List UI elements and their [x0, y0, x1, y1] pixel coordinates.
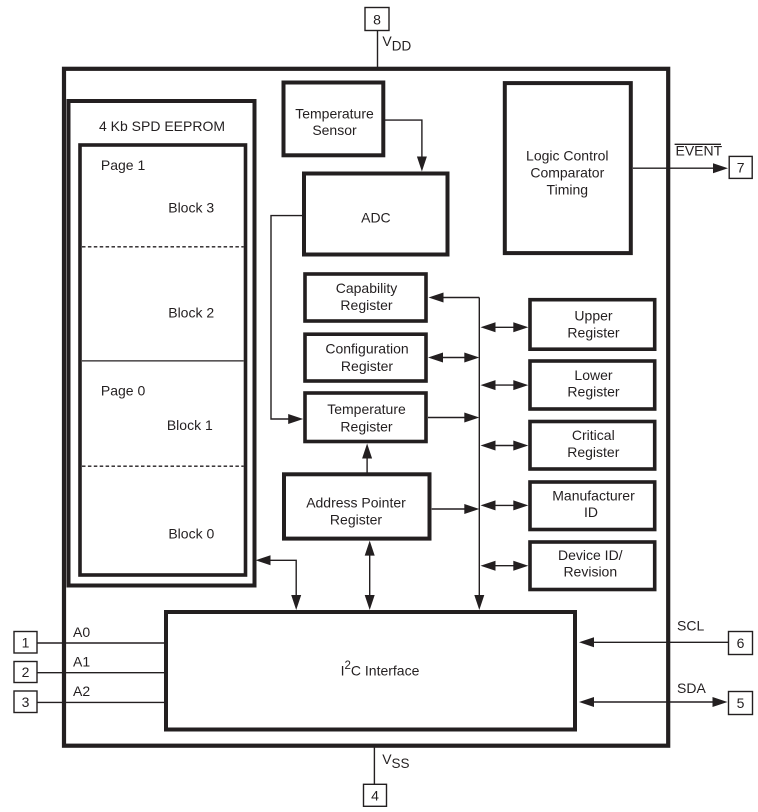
svg-text:7: 7 [737, 160, 745, 176]
svg-text:Temperature: Temperature [295, 105, 374, 121]
svg-text:Device ID/: Device ID/ [558, 547, 623, 563]
svg-text:Comparator: Comparator [530, 165, 604, 181]
svg-text:VDD: VDD [382, 33, 411, 54]
svg-text:SCL: SCL [677, 617, 704, 633]
svg-text:Upper: Upper [574, 308, 612, 324]
svg-text:Lower: Lower [574, 367, 612, 383]
svg-text:4 Kb SPD EEPROM: 4 Kb SPD EEPROM [99, 118, 225, 134]
svg-text:5: 5 [737, 695, 745, 711]
svg-text:Register: Register [341, 358, 393, 374]
svg-text:Address Pointer: Address Pointer [306, 495, 406, 511]
svg-text:Block 0: Block 0 [168, 526, 214, 542]
svg-text:A0: A0 [73, 624, 90, 640]
svg-text:Register: Register [567, 444, 619, 460]
svg-text:EVENT: EVENT [676, 143, 723, 159]
svg-text:Manufacturer: Manufacturer [552, 488, 635, 504]
svg-text:Logic Control: Logic Control [526, 148, 609, 164]
svg-text:I2C Interface: I2C Interface [341, 660, 420, 678]
svg-text:Block 3: Block 3 [168, 199, 214, 215]
svg-text:Capability: Capability [336, 280, 397, 296]
svg-text:Block 1: Block 1 [167, 417, 213, 433]
svg-text:3: 3 [22, 694, 30, 710]
svg-text:Sensor: Sensor [312, 122, 357, 138]
svg-text:Block 2: Block 2 [168, 304, 214, 320]
svg-text:8: 8 [373, 11, 381, 27]
svg-text:6: 6 [737, 635, 745, 651]
svg-text:Register: Register [567, 325, 619, 341]
svg-text:Critical: Critical [572, 427, 615, 443]
svg-text:Register: Register [330, 512, 382, 528]
svg-text:ID: ID [584, 504, 598, 520]
svg-text:ADC: ADC [361, 210, 391, 226]
svg-text:Register: Register [340, 419, 392, 435]
svg-text:Configuration: Configuration [325, 341, 408, 357]
svg-text:A1: A1 [73, 653, 90, 669]
svg-text:Temperature: Temperature [327, 401, 406, 417]
svg-text:Page 1: Page 1 [101, 157, 146, 173]
svg-text:SDA: SDA [677, 680, 706, 696]
svg-text:VSS: VSS [382, 751, 409, 771]
svg-text:4: 4 [371, 787, 379, 803]
svg-text:Timing: Timing [547, 182, 589, 198]
svg-text:Revision: Revision [563, 564, 617, 580]
svg-text:Register: Register [340, 297, 392, 313]
svg-text:Page 0: Page 0 [101, 382, 146, 398]
svg-text:Register: Register [567, 383, 619, 399]
svg-text:A2: A2 [73, 683, 90, 699]
svg-text:2: 2 [22, 664, 30, 680]
svg-text:1: 1 [22, 635, 30, 651]
